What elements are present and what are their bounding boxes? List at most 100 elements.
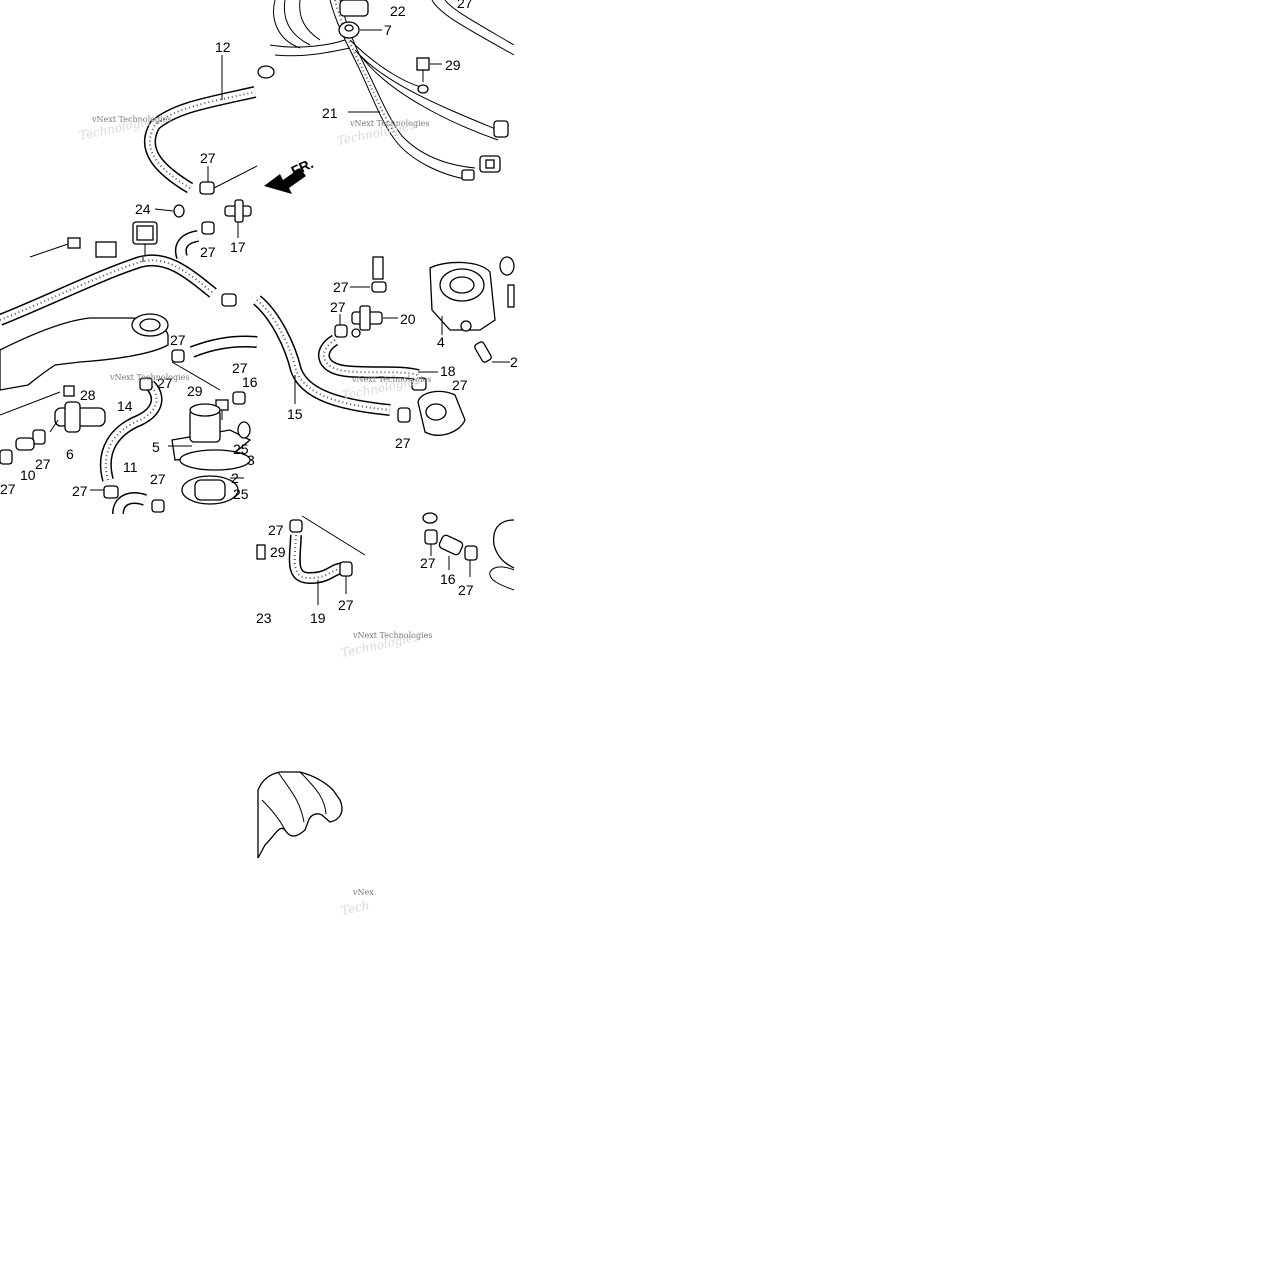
callout-2: 2 bbox=[231, 470, 239, 486]
hose-19 bbox=[288, 534, 346, 585]
callout-28: 28 bbox=[80, 387, 96, 403]
sensor-right bbox=[474, 341, 492, 363]
clamp-27-g bbox=[171, 349, 185, 363]
watermark: vNext Technologies bbox=[91, 115, 171, 124]
joint-20 bbox=[351, 305, 383, 338]
callout-19: 19 bbox=[310, 610, 326, 626]
hose-12 bbox=[144, 86, 257, 194]
tile-center: 27 27 20 4 18 27 15 27 2 vNext Technolog… bbox=[252, 256, 518, 451]
throttle-body-4 bbox=[429, 256, 515, 332]
tile-top-middle: 22 7 29 21 27 vNext Technologies Technol… bbox=[269, 0, 515, 181]
callout-27: 27 bbox=[170, 332, 186, 348]
callout-27: 27 bbox=[157, 375, 173, 391]
callout-27: 27 bbox=[452, 377, 468, 393]
hose-14 bbox=[99, 380, 163, 482]
hose-10 bbox=[15, 437, 35, 451]
callout-2: 2 bbox=[510, 354, 518, 370]
bolt-29-bot bbox=[256, 544, 266, 560]
callout-27: 27 bbox=[457, 0, 473, 11]
clamp-27-m bbox=[151, 499, 165, 513]
sensor-7 bbox=[338, 21, 360, 39]
hose-11 bbox=[112, 492, 147, 515]
callout-11: 11 bbox=[123, 459, 138, 475]
callout-29: 29 bbox=[270, 544, 286, 560]
top-hose-edge bbox=[431, 0, 515, 56]
injector-6 bbox=[49, 401, 106, 433]
watermark: Tech bbox=[340, 898, 371, 918]
sensor bbox=[132, 221, 158, 257]
washer-24 bbox=[173, 204, 185, 218]
callout-27: 27 bbox=[395, 435, 411, 451]
gasket-3 bbox=[179, 449, 251, 471]
callout-27: 27 bbox=[232, 360, 248, 376]
connector-right-b bbox=[479, 155, 501, 173]
terminal bbox=[417, 84, 429, 94]
callout-16: 16 bbox=[242, 374, 258, 390]
callout-27: 27 bbox=[420, 555, 436, 571]
callout-7: 7 bbox=[384, 22, 392, 38]
callout-5: 5 bbox=[152, 439, 160, 455]
washer-25 bbox=[237, 421, 251, 439]
clamp-27-i bbox=[232, 391, 246, 405]
clamp-27-p bbox=[424, 529, 438, 545]
valve-body bbox=[417, 390, 466, 436]
clamp-27-d bbox=[334, 324, 348, 338]
callout-12: 12 bbox=[215, 39, 231, 55]
callout-27: 27 bbox=[72, 483, 88, 499]
clamp-27-l bbox=[103, 485, 119, 499]
hose-15 bbox=[252, 295, 391, 416]
clamp-27-h bbox=[139, 377, 153, 391]
manifold-edge bbox=[489, 519, 515, 591]
callout-18: 18 bbox=[440, 363, 456, 379]
clamp-27-o bbox=[339, 561, 353, 577]
connector-left bbox=[95, 241, 117, 258]
callout-6: 6 bbox=[66, 446, 74, 462]
watermark: vNext Technologies bbox=[109, 373, 189, 382]
callout-15: 15 bbox=[287, 406, 303, 422]
clamp-27-c bbox=[371, 281, 387, 293]
callout-27: 27 bbox=[338, 597, 354, 613]
callout-29: 29 bbox=[445, 57, 461, 73]
thermostat-2 bbox=[181, 475, 239, 505]
callout-27: 27 bbox=[330, 299, 346, 315]
callout-25: 25 bbox=[233, 486, 249, 502]
callout-17: 17 bbox=[230, 239, 246, 255]
bolt-29-mid bbox=[215, 399, 229, 420]
callout-27: 27 bbox=[150, 471, 166, 487]
callout-27: 27 bbox=[333, 279, 349, 295]
tile-lower-center: 27 29 23 19 27 27 16 27 vNext Technologi… bbox=[256, 512, 515, 660]
intake-manifold bbox=[0, 313, 169, 391]
hose-18 bbox=[318, 334, 420, 381]
connector-right-a bbox=[493, 120, 509, 138]
callout-20: 20 bbox=[400, 311, 416, 327]
callout-27: 27 bbox=[35, 456, 51, 472]
callout-29: 29 bbox=[187, 383, 203, 399]
hose-stub bbox=[174, 230, 200, 259]
joint-17 bbox=[224, 199, 252, 223]
manifold-runners bbox=[257, 771, 343, 859]
watermark: vNex bbox=[352, 888, 374, 897]
callout-3: 3 bbox=[247, 452, 255, 468]
ring-top bbox=[422, 512, 438, 524]
clamp-27-f bbox=[397, 407, 411, 423]
bolt-29 bbox=[416, 57, 430, 82]
callout-14: 14 bbox=[117, 398, 133, 414]
hose-long bbox=[0, 254, 217, 326]
hose-stub-top bbox=[372, 256, 384, 280]
clamp-27-e bbox=[411, 377, 427, 391]
callout-4: 4 bbox=[437, 334, 445, 350]
connector-22 bbox=[339, 0, 369, 17]
bolt-28 bbox=[63, 385, 75, 397]
tile-top-left: FR. 12 27 24 17 27 vNext Technologies Te… bbox=[29, 39, 316, 260]
callout-10: 10 bbox=[20, 467, 36, 483]
clamp-27-a bbox=[199, 181, 215, 195]
wire-harness-21 bbox=[269, 0, 499, 181]
clamp-27-n bbox=[289, 519, 303, 533]
connector-right-c bbox=[461, 169, 475, 181]
callout-16: 16 bbox=[440, 571, 456, 587]
callout-25: 25 bbox=[233, 441, 249, 457]
callout-21: 21 bbox=[322, 105, 338, 121]
watermark: vNext Technologies bbox=[349, 119, 429, 128]
